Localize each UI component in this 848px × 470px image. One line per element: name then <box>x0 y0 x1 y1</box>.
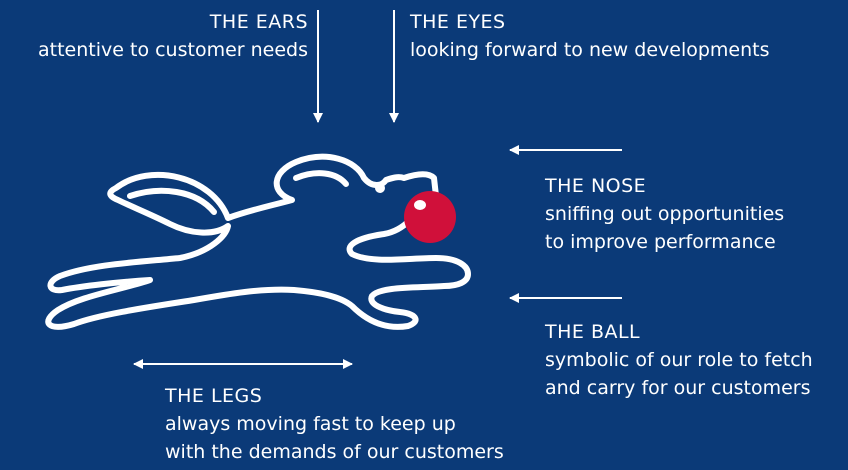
ears-description: attentive to customer needs <box>38 36 308 64</box>
ears-label: THE EARS attentive to customer needs <box>38 8 308 64</box>
ears-title: THE EARS <box>38 8 308 36</box>
legs-title: THE LEGS <box>165 382 504 410</box>
nose-label: THE NOSE sniffing out opportunities to i… <box>545 172 784 256</box>
ball-title: THE BALL <box>545 318 813 346</box>
dog-line-drawing-icon <box>48 157 468 327</box>
dog-eye-icon <box>375 183 385 193</box>
legs-description-line-2: with the demands of our customers <box>165 438 504 466</box>
legs-label: THE LEGS always moving fast to keep up w… <box>165 382 504 466</box>
ball-icon <box>404 191 456 243</box>
eyes-description: looking forward to new developments <box>410 36 770 64</box>
ball-highlight <box>414 200 426 210</box>
ball-description-line-1: symbolic of our role to fetch <box>545 346 813 374</box>
nose-description-line-1: sniffing out opportunities <box>545 200 784 228</box>
ball-label: THE BALL symbolic of our role to fetch a… <box>545 318 813 402</box>
nose-title: THE NOSE <box>545 172 784 200</box>
nose-description-line-2: to improve performance <box>545 228 784 256</box>
legs-description-line-1: always moving fast to keep up <box>165 410 504 438</box>
dog-ear-detail <box>296 173 346 184</box>
ball-description-line-2: and carry for our customers <box>545 374 813 402</box>
eyes-label: THE EYES looking forward to new developm… <box>410 8 770 64</box>
eyes-title: THE EYES <box>410 8 770 36</box>
